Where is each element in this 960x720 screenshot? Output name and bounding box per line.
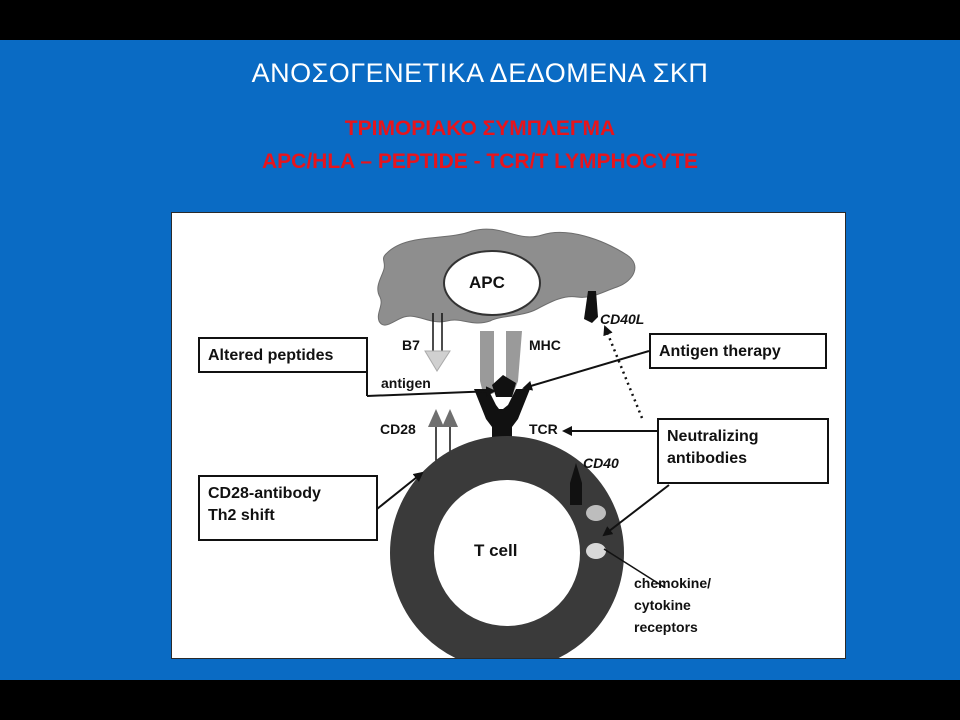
chemokine-pointer — [603, 548, 665, 588]
apc-label: APC — [469, 273, 505, 292]
b7-label: B7 — [402, 337, 420, 353]
cytokine-receptor-blob — [586, 505, 606, 521]
cd28-antibody-text-line2: Th2 shift — [208, 507, 275, 524]
cd40-molecule — [570, 463, 582, 505]
arrow-neutralizing-receptors — [602, 484, 670, 537]
b7-head — [424, 350, 451, 372]
antigen-peptide — [492, 375, 516, 397]
chemokine-label-line3: receptors — [634, 619, 698, 635]
cd28-left-head — [428, 409, 444, 427]
cd28-right-head — [442, 409, 458, 427]
cd40-label: CD40 — [583, 455, 619, 471]
neutralizing-antibodies-box: Neutralizing antibodies — [657, 418, 829, 484]
arrow-altered-peptides — [366, 386, 496, 397]
antigen-label: antigen — [381, 375, 431, 391]
diagram-graphics — [366, 228, 670, 658]
antigen-therapy-box: Antigen therapy — [649, 333, 827, 369]
slide-title: ΑΝΟΣΟΓΕΝΕΤΙΚΑ ΔΕΔΟΜΕΝΑ ΣΚΠ — [251, 58, 709, 88]
antigen-therapy-text: Antigen therapy — [659, 343, 781, 360]
mhc-label: MHC — [529, 337, 561, 353]
tcr-receptor — [474, 389, 530, 461]
cd28-antibody-text-line1: CD28-antibody — [208, 485, 321, 502]
tcr-label: TCR — [529, 421, 558, 437]
apc-nucleus — [443, 250, 541, 316]
altered-peptides-box: Altered peptides — [198, 337, 368, 373]
chemokine-label-line1: chemokine/ — [634, 575, 712, 591]
neutralizing-text-line2: antibodies — [667, 450, 748, 467]
cd28-label: CD28 — [380, 421, 416, 437]
chemokine-receptor-blob — [586, 543, 606, 559]
cd40l-label: CD40L — [600, 311, 645, 327]
cd40l-molecule — [584, 291, 598, 323]
neutralizing-text-line1: Neutralizing — [667, 428, 759, 445]
tcell-label: T cell — [474, 541, 518, 560]
slide: ΑΝΟΣΟΓΕΝΕΤΙΚΑ ΔΕΔΟΜΕΝΑ ΣΚΠ ΤΡΙΜΟΡΙΑΚΟ ΣΥ… — [0, 40, 960, 680]
immune-synapse-diagram: APC B7 MHC CD40L antigen CD28 TCR CD40 T… — [171, 212, 846, 659]
altered-peptides-text: Altered peptides — [208, 347, 334, 364]
arrow-antigen-therapy — [522, 350, 650, 391]
arrow-cd28-antibody — [376, 471, 424, 510]
slide-subtitle-line1: ΤΡΙΜΟΡΙΑΚΟ ΣΥΜΠΛΕΓΜΑ — [344, 117, 616, 140]
mhc-left — [480, 331, 494, 397]
slide-subtitle-line2: APC/HLA – PEPTIDE - TCR/T LYMPHOCYTE — [262, 150, 698, 173]
chemokine-label-line2: cytokine — [634, 597, 691, 613]
cd28-antibody-box: CD28-antibody Th2 shift — [198, 475, 378, 541]
arrow-neutralizing-cd40l — [603, 325, 644, 419]
